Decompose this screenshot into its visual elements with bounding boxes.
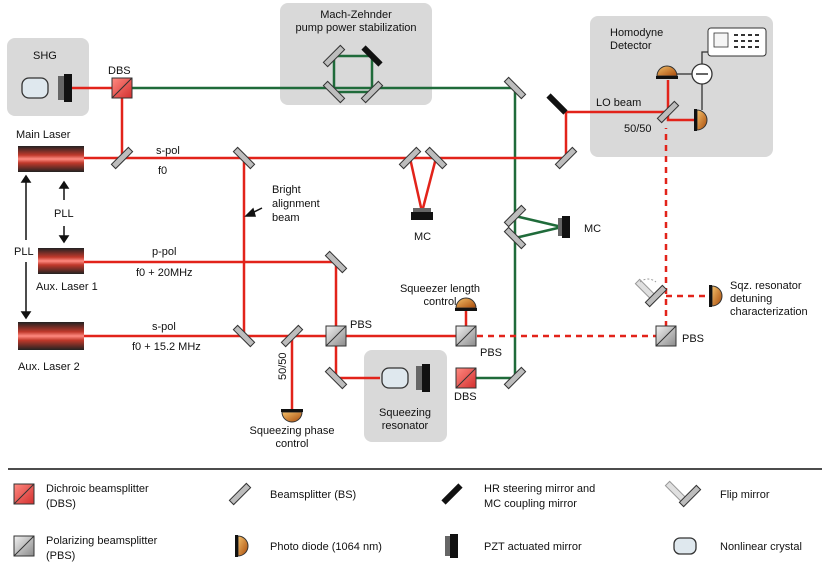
legend-pd: Photo diode (1064 nm) [270, 541, 382, 553]
label-mz-1: Mach-Zehnder [320, 9, 392, 21]
mc-pzt-mirror-left [411, 208, 433, 220]
legend-pbs-2: (PBS) [46, 550, 75, 562]
dbs-top-diagonal [111, 77, 133, 99]
flip-mirror [634, 278, 668, 308]
pbs-mid [455, 325, 477, 347]
legend-hr-1: HR steering mirror and [484, 483, 595, 495]
legend-pbs-1: Polarizing beamsplitter [46, 535, 158, 547]
beamsplitter [110, 44, 680, 348]
legend-crystal-icon [673, 537, 697, 555]
spectrum-analyzer-icon [707, 27, 767, 57]
legend-bs: Beamsplitter (BS) [270, 489, 356, 501]
label-sq-res-1: Squeezing [379, 407, 431, 419]
label-lo-beam: LO beam [596, 97, 641, 109]
aux-laser-2 [18, 322, 84, 350]
label-sq-phase-2: control [275, 438, 308, 450]
label-dbs-bottom: DBS [454, 391, 477, 403]
legend-flip-icon [664, 480, 702, 508]
label-s-pol-aux2: s-pol [152, 321, 176, 333]
label-homodyne-2: Detector [610, 40, 652, 52]
green-beam-path [122, 54, 563, 380]
legend-crystal: Nonlinear crystal [720, 541, 802, 553]
label-bright-2: alignment [272, 198, 320, 210]
legend-pzt: PZT actuated mirror [484, 541, 582, 553]
label-s-pol-main: s-pol [156, 145, 180, 157]
main-laser [18, 146, 84, 172]
label-dbs-top: DBS [108, 65, 131, 77]
legend-pbs-icon [13, 535, 35, 557]
squeezer-crystal [381, 367, 409, 389]
squeezer-pzt-mirror [422, 364, 430, 392]
label-mz-2: pump power stabilization [295, 22, 416, 34]
legend-hr-icon [441, 483, 463, 505]
mach-zehnder-box [280, 3, 432, 105]
legend-dbs-2: (DBS) [46, 498, 76, 510]
label-p-pol: p-pol [152, 246, 176, 258]
pbs-left [325, 325, 347, 347]
photodiode [281, 65, 723, 423]
label-sq-res-2: resonator [382, 420, 429, 432]
label-aux2: Aux. Laser 2 [18, 361, 80, 373]
label-f0-15: f0 + 15.2 MHz [132, 341, 201, 353]
pbs-right [655, 325, 677, 347]
shg-pzt-mirror [64, 74, 72, 102]
label-pbs-right: PBS [682, 333, 704, 345]
legend-photodiode-icon [235, 535, 249, 557]
label-ratio-left: 50/50 [277, 352, 289, 380]
label-mc-right: MC [584, 223, 601, 235]
label-sq-length-2: control [423, 296, 456, 308]
mc-pzt-mirror-right [558, 216, 570, 238]
label-sq-phase-1: Squeezing phase [249, 425, 334, 437]
shg-crystal [21, 77, 49, 99]
aux-laser-1 [38, 248, 84, 274]
label-bright-1: Bright [272, 184, 301, 196]
pll-arrows [20, 174, 263, 320]
legend-dbs-1: Dichroic beamsplitter [46, 483, 149, 495]
legend-bs-icon [228, 482, 252, 506]
label-sqz-1: Sqz. resonator [730, 280, 802, 292]
label-sqz-3: characterization [730, 306, 808, 318]
label-f0-main: f0 [158, 165, 167, 177]
legend-dbs-icon [13, 483, 35, 505]
label-main-laser: Main Laser [16, 129, 71, 141]
label-sqz-2: detuning [730, 293, 772, 305]
label-homodyne-1: Homodyne [610, 27, 663, 39]
legend-hr-2: MC coupling mirror [484, 498, 577, 510]
shg-pzt-mirror-bracket [58, 76, 64, 100]
label-pbs-mid: PBS [480, 347, 502, 359]
label-f0-20: f0 + 20MHz [136, 267, 193, 279]
label-pll-left: PLL [14, 246, 34, 258]
squeezer-pzt-mirror-bracket [416, 366, 422, 390]
dbs-bottom-diagonal [455, 367, 477, 389]
label-bright-3: beam [272, 212, 300, 224]
legend-flip: Flip mirror [720, 489, 770, 501]
label-mc-left: MC [414, 231, 431, 243]
legend-pzt-icon [445, 534, 458, 558]
label-aux1: Aux. Laser 1 [36, 281, 98, 293]
label-sq-length-1: Squeezer length [400, 283, 480, 295]
label-pbs-left: PBS [350, 319, 372, 331]
label-ratio-homodyne: 50/50 [624, 123, 652, 135]
label-pll-upper: PLL [54, 208, 74, 220]
hr-mirror [322, 45, 578, 390]
label-shg: SHG [33, 50, 57, 62]
